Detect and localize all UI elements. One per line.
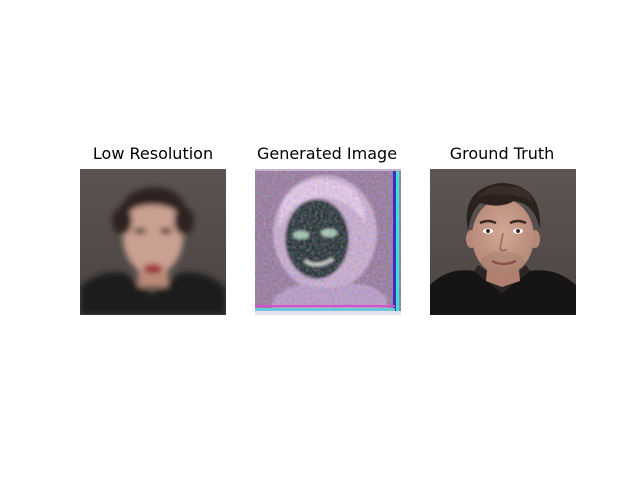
low-resolution-image — [80, 169, 226, 315]
generated-noisy-face — [255, 169, 401, 315]
low-resolution-face — [80, 169, 226, 315]
panel-title-generated-image: Generated Image — [256, 144, 398, 163]
panel-title-ground-truth: Ground Truth — [449, 144, 555, 163]
ground-truth-face — [430, 169, 576, 315]
panel-title-low-resolution: Low Resolution — [92, 144, 214, 163]
ground-truth-image — [430, 169, 576, 315]
generated-image — [255, 169, 401, 315]
